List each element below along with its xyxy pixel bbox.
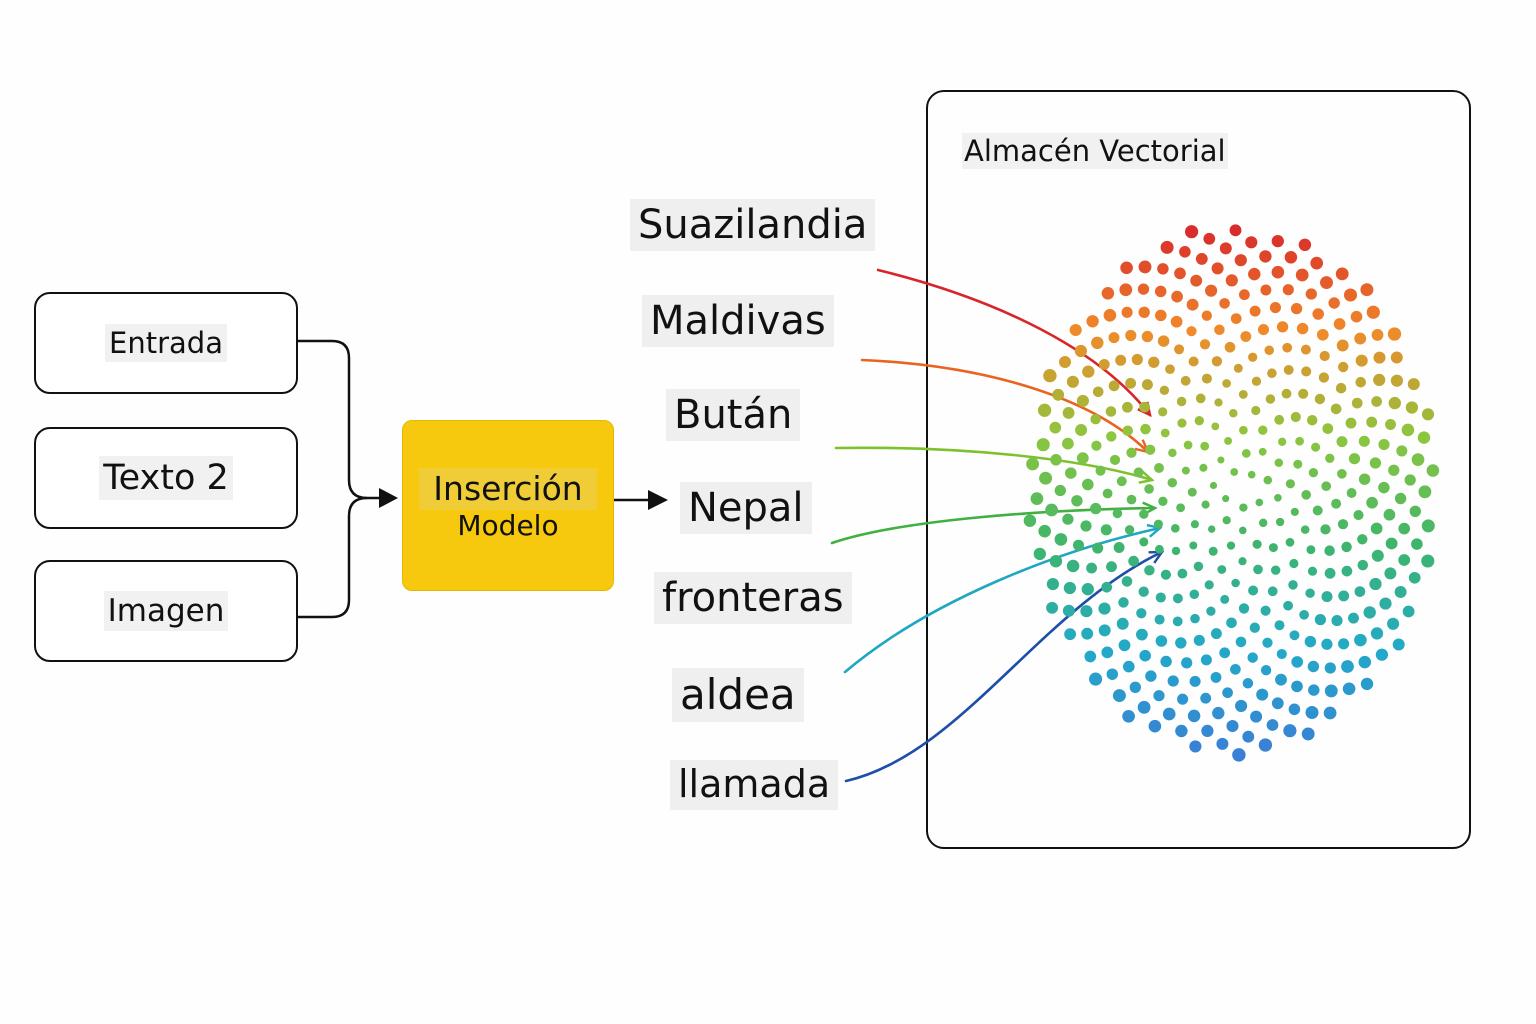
word-label: Bután xyxy=(666,389,801,441)
input-label-entrada: Entrada xyxy=(105,324,227,362)
input-box-entrada: Entrada xyxy=(34,292,298,394)
input-box-imagen: Imagen xyxy=(34,560,298,662)
input-arrowhead xyxy=(379,488,398,508)
input-label-imagen: Imagen xyxy=(103,591,229,631)
word-label: fronteras xyxy=(654,572,852,624)
embedding-model-box: Inserción Modelo xyxy=(402,420,614,591)
model-subtitle: Modelo xyxy=(457,509,559,543)
word-label: Suazilandia xyxy=(630,199,876,251)
input-label-texto: Texto 2 xyxy=(99,456,233,500)
vector-store-title: Almacén Vectorial xyxy=(962,133,1228,169)
word-label: llamada xyxy=(670,760,839,810)
input-connector-bottom xyxy=(298,496,368,619)
model-title: Inserción xyxy=(419,468,597,511)
vector-store-box xyxy=(926,90,1471,849)
word-label: Nepal xyxy=(680,482,812,534)
word-label: Maldivas xyxy=(642,295,834,347)
model-output-arrowhead xyxy=(648,490,668,510)
input-box-texto: Texto 2 xyxy=(34,427,298,529)
word-label: aldea xyxy=(672,668,804,723)
input-connector-top xyxy=(298,339,382,500)
